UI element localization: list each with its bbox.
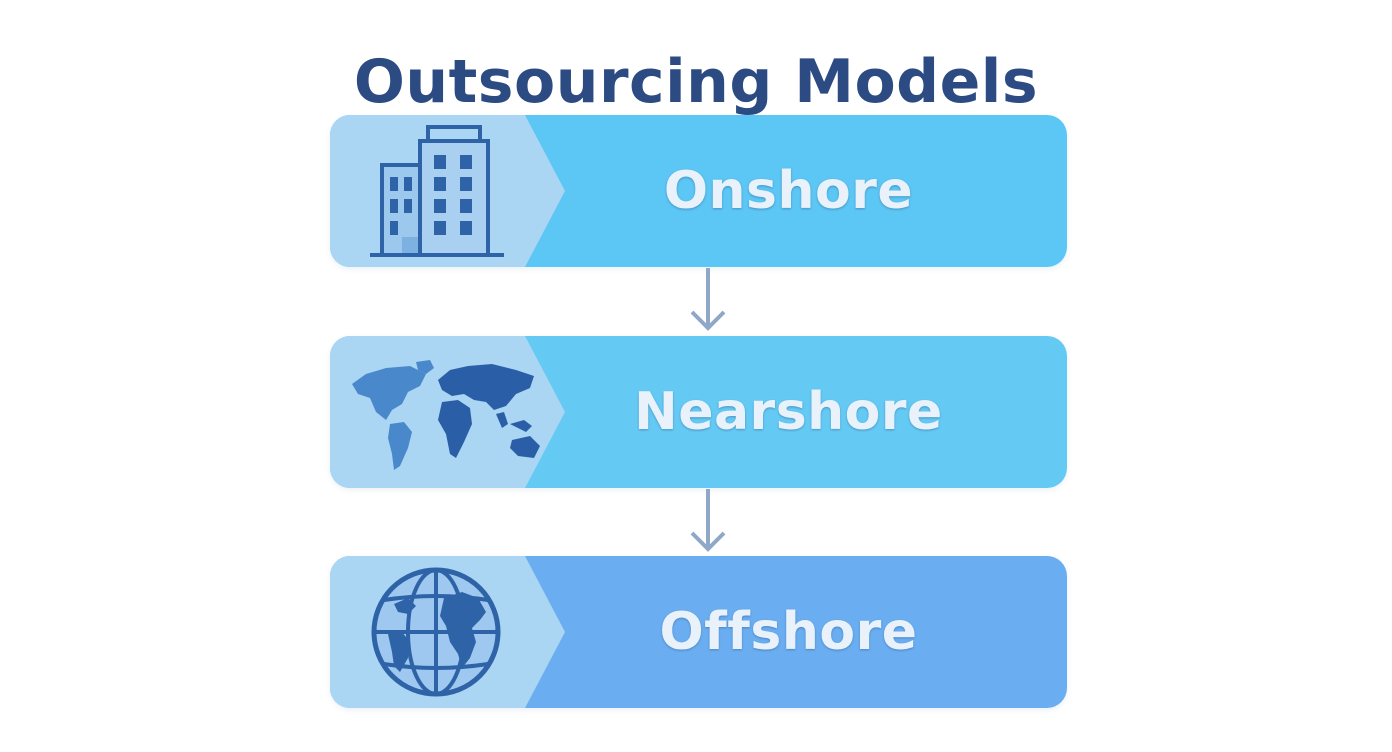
- diagram-title: Outsourcing Models: [353, 47, 1039, 117]
- nearshore-icon-panel: [330, 336, 565, 488]
- onshore-icon-panel: [330, 115, 565, 267]
- flow-arrow: [690, 268, 726, 331]
- office-building-icon: [370, 125, 504, 257]
- nearshore-card: Nearshore: [330, 336, 1067, 488]
- nearshore-label: Nearshore: [634, 382, 943, 442]
- offshore-card: Offshore: [330, 556, 1067, 708]
- onshore-card: Onshore: [330, 115, 1067, 267]
- offshore-label: Offshore: [659, 602, 918, 662]
- flow-arrow: [690, 489, 726, 552]
- onshore-label: Onshore: [663, 161, 914, 221]
- world-map-icon: [352, 360, 540, 470]
- offshore-icon-panel: [330, 556, 565, 708]
- globe-icon: [371, 567, 501, 697]
